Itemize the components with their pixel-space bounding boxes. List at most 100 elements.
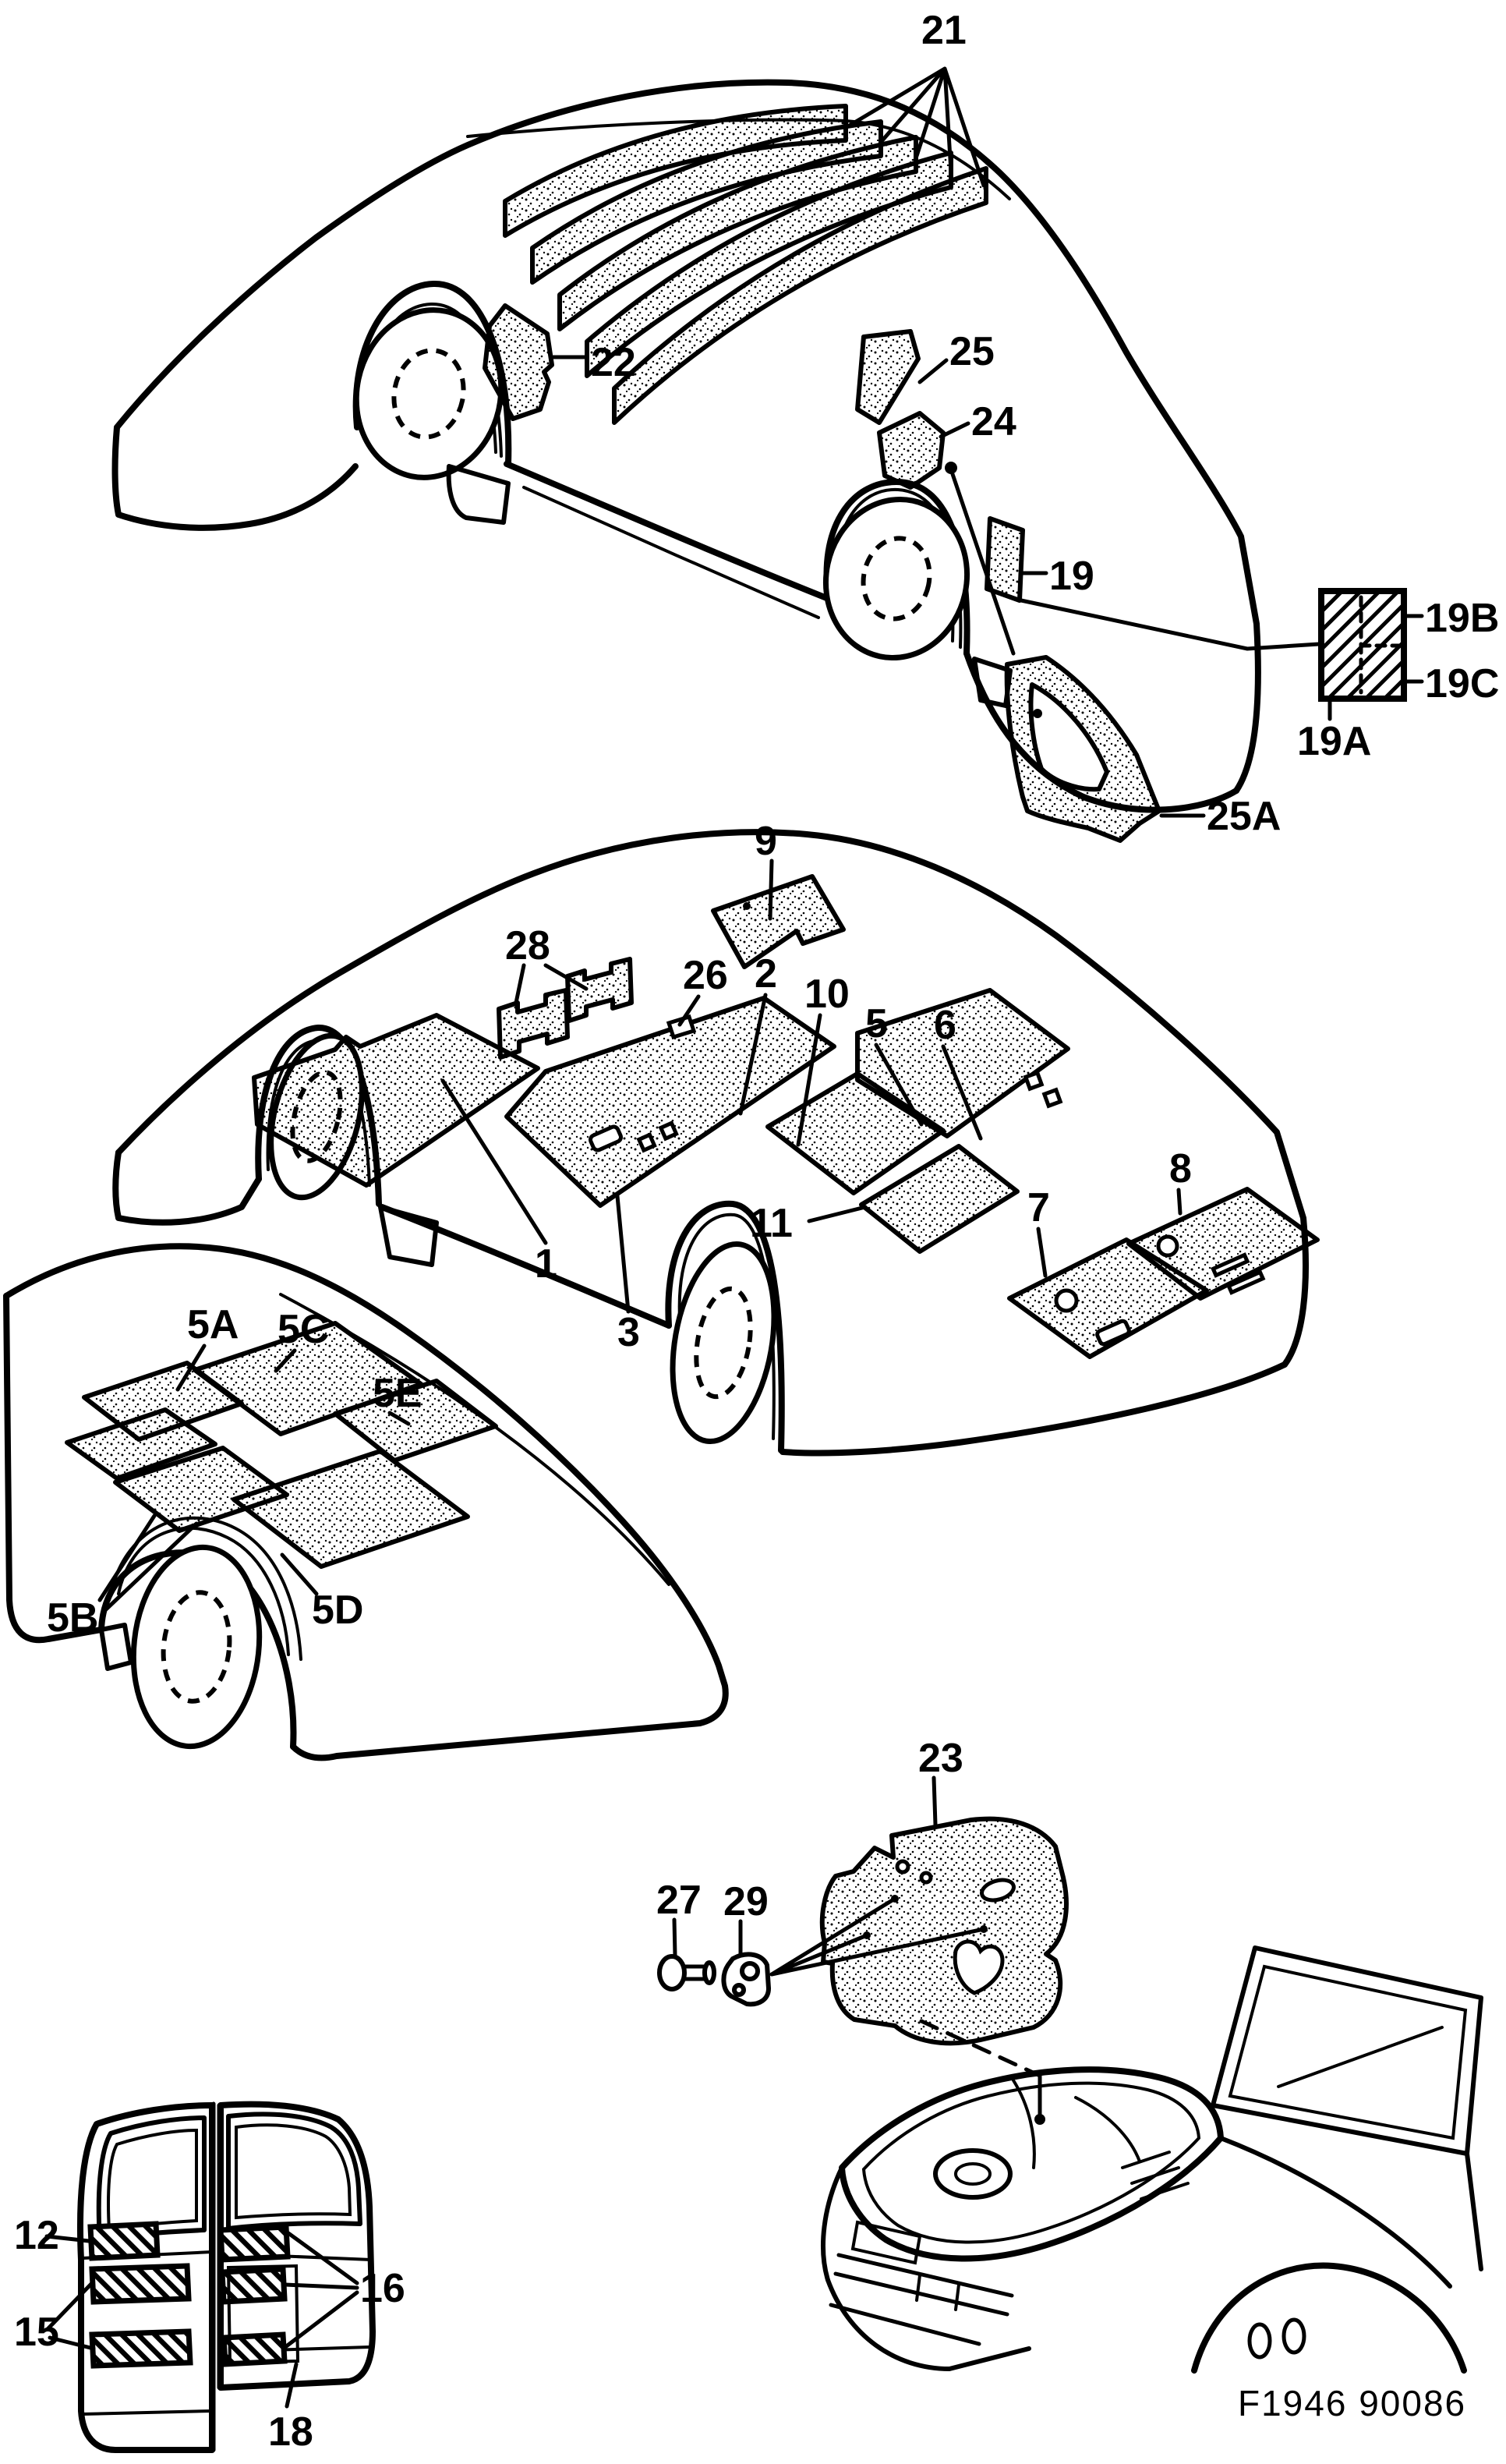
car2-front-mudflap xyxy=(378,1205,439,1267)
panel-3-slot xyxy=(588,1124,624,1152)
leader-8 xyxy=(1176,1188,1183,1216)
car2-rocker xyxy=(379,1204,672,1329)
callout-12: 12 xyxy=(14,2213,59,2258)
panel-1-front-floor xyxy=(252,1013,540,1188)
callout-3: 3 xyxy=(617,1310,640,1355)
car3-outline xyxy=(3,1243,729,1761)
screw-27 xyxy=(657,1954,716,1991)
car3-mudflap xyxy=(99,1623,133,1671)
leader-18 xyxy=(285,2362,299,2409)
panel-9-hole xyxy=(743,902,751,910)
callout-25A: 25A xyxy=(1207,794,1281,839)
callout-5B: 5B xyxy=(47,1595,98,1641)
car1-rear-wheel xyxy=(822,496,970,661)
callout-9: 9 xyxy=(755,819,777,864)
rear-door-outline xyxy=(217,2101,376,2391)
screw-head xyxy=(657,1954,687,1991)
car2-rear-wheel xyxy=(670,1241,777,1445)
panel-8-slot xyxy=(1210,1252,1250,1278)
leader-28 xyxy=(514,963,589,1005)
front-valance xyxy=(825,2278,1031,2371)
leader-7 xyxy=(1036,1227,1048,1278)
callout-5A: 5A xyxy=(187,1302,239,1347)
car2-rear-bumper xyxy=(780,1361,1288,1457)
car2-upper-outline xyxy=(115,829,1309,1368)
callout-22: 22 xyxy=(591,340,636,385)
fender-top-right xyxy=(1218,2136,1452,2289)
car1-front-wheel xyxy=(353,307,504,480)
leader-10 xyxy=(796,1013,822,1147)
leader-3 xyxy=(615,1194,631,1314)
callout-24: 24 xyxy=(971,399,1016,444)
car1-upper-outline xyxy=(114,79,1261,794)
panel-11-rear-floor xyxy=(859,1144,1020,1254)
inner-fender-slots xyxy=(1121,2151,1190,2200)
pad-16-upper xyxy=(217,2224,291,2263)
callout-28: 28 xyxy=(505,923,550,968)
callout-16: 16 xyxy=(360,2266,405,2311)
panel-8-trunk-floor xyxy=(1126,1187,1320,1301)
callout-1: 1 xyxy=(535,1241,557,1287)
panel-23-oval-hole xyxy=(980,1878,1016,1903)
leader-2 xyxy=(738,993,768,1116)
callout-2: 2 xyxy=(755,951,777,997)
screw-washer xyxy=(702,1960,716,1985)
arch-detail xyxy=(1282,2317,1306,2355)
firewall-curve xyxy=(1012,2079,1141,2169)
front-door-outline xyxy=(77,2102,215,2453)
strut-tower-cap xyxy=(954,2162,992,2186)
panel-3-hole xyxy=(636,1132,657,1153)
front-crossbars xyxy=(829,2253,1014,2346)
callout-19C: 19C xyxy=(1425,661,1499,706)
fan-dot xyxy=(891,1895,899,1903)
callout-7: 7 xyxy=(1027,1185,1050,1230)
panel-3-hole xyxy=(658,1120,679,1142)
front-wheel-arch xyxy=(1191,2262,1467,2374)
door-panels-view: 12 15 16 18 xyxy=(14,2101,405,2455)
screw-shaft xyxy=(682,1964,709,1981)
callout-25: 25 xyxy=(949,329,995,374)
windshield-frame-outer xyxy=(1211,1945,1483,2156)
panel-28-firewall-piece xyxy=(565,957,634,1023)
car1-rocker xyxy=(504,461,832,602)
callout-29: 29 xyxy=(723,1879,769,1924)
car2-nose xyxy=(112,1149,262,1226)
callout-18: 18 xyxy=(268,2409,313,2455)
panel-25-pillar-insulation xyxy=(855,329,921,425)
clip-hole xyxy=(732,1983,746,1997)
callout-27: 27 xyxy=(656,1878,702,1923)
front-fender-edge xyxy=(821,2165,844,2282)
panel-7-slot xyxy=(1095,1319,1131,1347)
callout-15: 15 xyxy=(14,2310,59,2355)
callout-23: 23 xyxy=(918,1736,963,1781)
body-side-right xyxy=(1465,2151,1483,2271)
panel-25A-hole xyxy=(1033,709,1042,718)
car1-front-mudflap xyxy=(446,464,511,525)
leader-12 xyxy=(44,2234,91,2243)
mat-5D xyxy=(232,1449,470,1569)
panel-5-6-rear-seat xyxy=(855,988,1070,1138)
clip-body xyxy=(721,1952,771,2007)
leader-21 xyxy=(846,66,986,188)
pad-16-middle xyxy=(219,2266,288,2305)
car3-arch-inner xyxy=(117,1526,290,1656)
fan-dot xyxy=(863,1931,871,1939)
rear-door-window-inner xyxy=(235,2123,352,2220)
panel-7-hole xyxy=(1054,1288,1079,1313)
front-bracket xyxy=(850,2220,960,2311)
car1-sill-line xyxy=(522,486,820,619)
car1-front-hub xyxy=(391,348,466,440)
panel-23-cutout xyxy=(953,1939,1005,1995)
callout-5: 5 xyxy=(865,1001,888,1046)
figure-number: F1946 90086 xyxy=(1238,2383,1466,2423)
leader-9 xyxy=(768,859,774,921)
panel-23-hole xyxy=(895,1859,910,1875)
leader-26 xyxy=(677,994,701,1027)
panel-56-notch xyxy=(1023,1070,1045,1092)
callout-11: 11 xyxy=(750,1201,793,1246)
car2-rear-hub xyxy=(694,1286,753,1400)
callout-5D: 5D xyxy=(312,1588,363,1633)
car-exterior-view: 21 22 25 24 19 19B 19C 19A 25A xyxy=(111,8,1499,843)
callout-8: 8 xyxy=(1169,1146,1192,1191)
